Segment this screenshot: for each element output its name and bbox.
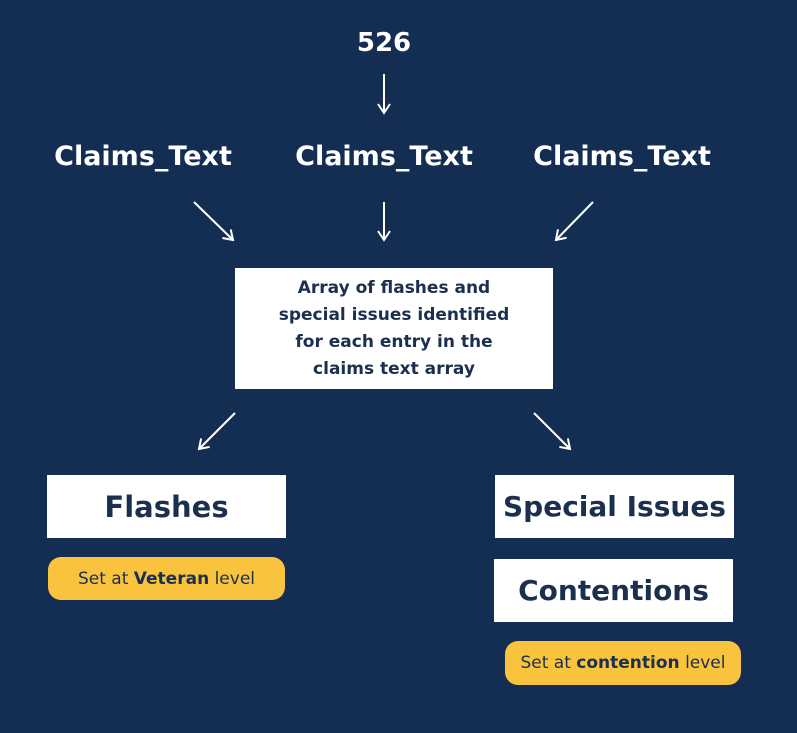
flashes-label: Flashes	[104, 489, 229, 524]
note-emphasis: contention	[576, 653, 680, 673]
note-suffix: level	[214, 568, 256, 589]
contentions-box: Contentions	[494, 559, 733, 622]
arrow-claims3-to-array	[554, 201, 594, 242]
array-description: Array of flashes and special issues iden…	[278, 277, 510, 379]
special-issues-label: Special Issues	[503, 490, 726, 523]
contention-level-note: Set at contention level	[505, 641, 741, 685]
veteran-level-note: Set at Veteran level	[48, 557, 285, 600]
contentions-label: Contentions	[518, 574, 709, 607]
arrow-array-to-flashes	[197, 412, 236, 451]
flashes-special-issues-array-box: Array of flashes and special issues iden…	[235, 268, 553, 389]
note-prefix: Set at	[77, 568, 129, 589]
special-issues-box: Special Issues	[495, 475, 734, 538]
note-emphasis: Veteran	[133, 568, 210, 589]
claims-text-label-2: Claims_Text	[295, 141, 473, 172]
claims-text-label-3: Claims_Text	[533, 141, 711, 172]
note-prefix: Set at	[520, 653, 571, 673]
note-suffix: level	[685, 653, 726, 673]
source-label-526: 526	[356, 28, 412, 58]
flashes-box: Flashes	[47, 475, 286, 538]
claims-text-label-1: Claims_Text	[54, 141, 232, 172]
arrow-array-to-special-issues	[533, 412, 572, 451]
arrow-claims1-to-array	[193, 201, 235, 242]
